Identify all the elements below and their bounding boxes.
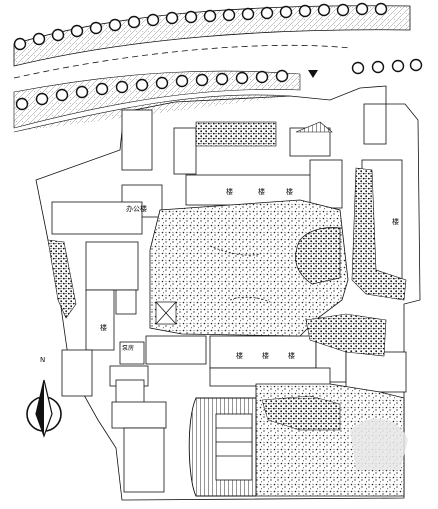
label-lower-3: 楼	[288, 351, 295, 360]
label-top-3: 楼	[286, 187, 293, 196]
label-west-wing: 楼	[100, 323, 107, 332]
north-arrow-icon	[26, 379, 62, 438]
street-trees-middle	[15, 58, 423, 111]
label-top-1: 楼	[226, 187, 233, 196]
north-terrace	[295, 121, 333, 133]
east-hedge	[351, 167, 407, 301]
label-lower-1: 楼	[236, 351, 243, 360]
sports-court	[188, 397, 257, 497]
west-hedge	[47, 239, 77, 319]
label-top-2: 楼	[258, 187, 265, 196]
east-plaza-trees	[305, 313, 387, 357]
road-band	[13, 5, 411, 133]
buildings	[51, 103, 407, 493]
corner-mark	[350, 418, 408, 470]
label-left-block: 办公楼	[126, 204, 147, 213]
entrance-arrow-icon	[308, 70, 318, 78]
north-label: N	[40, 356, 45, 364]
label-small-block: 泵房	[122, 344, 134, 352]
label-east-wing: 楼	[392, 217, 399, 226]
central-garden	[149, 199, 349, 337]
label-lower-2: 楼	[262, 351, 269, 360]
street-trees-top	[13, 2, 388, 51]
north-lawn	[195, 121, 277, 147]
